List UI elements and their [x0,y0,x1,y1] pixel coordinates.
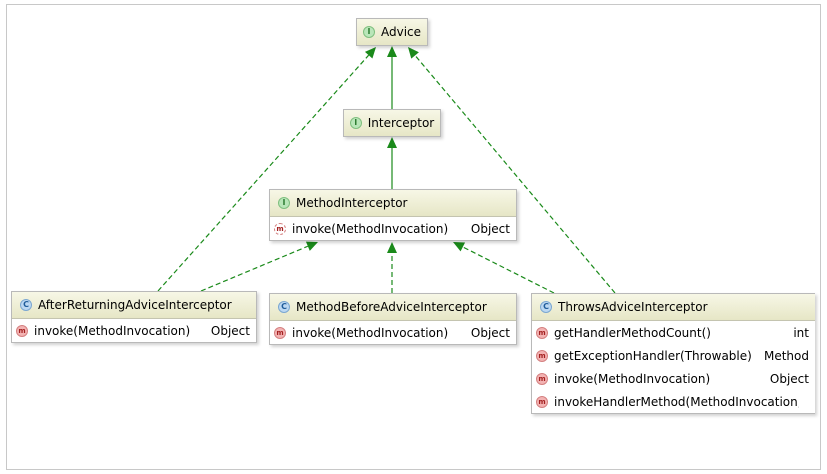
edge-interceptor-to-advice [387,46,397,109]
member-row[interactable]: m invoke(MethodInvocation) Object [270,217,516,240]
member-signature: invoke(MethodInvocation) [292,221,449,236]
interface-icon: I [362,26,375,38]
edge-after_returning-to-advice [157,47,376,292]
member-return-type: Object [769,371,809,386]
node-after-returning-title: AfterReturningAdviceInterceptor [38,298,232,312]
edge-after_returning-to-method_interceptor [200,241,318,292]
node-method-before-header: C MethodBeforeAdviceInterceptor [270,294,516,321]
member-row[interactable]: m invoke(MethodInvocation) Object [532,367,815,390]
member-row[interactable]: m getExceptionHandler(Throwable) Method [532,344,815,367]
edge-line [157,54,370,292]
member-return-type: Method [763,348,809,363]
diagram-canvas: I Advice I Interceptor I MethodIntercept… [6,4,821,470]
member-row[interactable]: m getHandlerMethodCount() int [532,321,815,344]
node-interceptor-title: Interceptor [367,116,435,130]
node-after-returning-header: C AfterReturningAdviceInterceptor [12,292,256,319]
class-icon: C [278,301,290,313]
edge-method_before-to-method_interceptor [387,242,397,293]
method-icon: m [536,395,548,408]
edge-line [414,55,616,294]
node-interceptor-header: I Interceptor [344,110,440,136]
node-advice[interactable]: I Advice [356,18,428,46]
node-advice-title: Advice [380,25,422,39]
method-icon: m [536,349,548,362]
method-icon: m [536,372,548,385]
abstract-method-icon: m [274,222,286,235]
edge-line [200,245,309,292]
method-icon: m [16,324,28,337]
member-return-type: int [793,325,809,340]
node-throws-advice-title: ThrowsAdviceInterceptor [558,300,708,314]
member-signature: invoke(MethodInvocation) [34,323,191,338]
class-icon: C [540,301,552,313]
member-row[interactable]: m invoke(MethodInvocation) Object [270,321,516,344]
node-throws-advice-header: C ThrowsAdviceInterceptor [532,294,815,321]
edge-arrowhead [453,242,466,252]
member-return-type: Object [470,221,510,236]
method-icon: m [536,326,548,339]
member-signature: invoke(MethodInvocation) [554,371,711,386]
edge-throws_advice-to-advice [408,47,616,294]
edge-throws_advice-to-method_interceptor [453,242,555,294]
edge-arrowhead [387,137,397,148]
member-row[interactable]: m invokeHandlerMethod(MethodInvocation, … [532,390,815,413]
relationship-edges [157,46,616,294]
member-signature: invokeHandlerMethod(MethodInvocation, Th [554,394,799,409]
member-signature: invoke(MethodInvocation) [292,325,449,340]
node-throws-advice-interceptor[interactable]: C ThrowsAdviceInterceptor m getHandlerMe… [531,293,815,414]
class-icon: C [20,299,32,311]
member-signature: getHandlerMethodCount() [554,325,711,340]
node-method-before-advice-interceptor[interactable]: C MethodBeforeAdviceInterceptor m invoke… [269,293,517,345]
member-return-type: Object [210,323,250,338]
edge-arrowhead [305,241,318,251]
member-signature: getExceptionHandler(Throwable) [554,348,752,363]
node-method-interceptor-title: MethodInterceptor [296,196,408,210]
node-after-returning-advice-interceptor[interactable]: C AfterReturningAdviceInterceptor m invo… [11,291,257,343]
edge-arrowhead [387,46,397,57]
edge-arrowhead [364,47,376,59]
node-advice-header: I Advice [357,19,427,45]
interface-icon: I [349,117,362,129]
node-interceptor[interactable]: I Interceptor [343,109,441,137]
node-method-interceptor[interactable]: I MethodInterceptor m invoke(MethodInvoc… [269,189,517,241]
method-icon: m [274,326,286,339]
edge-method_interceptor-to-interceptor [387,137,397,189]
node-method-before-title: MethodBeforeAdviceInterceptor [296,300,487,314]
node-method-interceptor-header: I MethodInterceptor [270,190,516,217]
member-return-type: Object [470,325,510,340]
interface-icon: I [278,197,290,209]
edge-arrowhead [387,242,397,253]
member-row[interactable]: m invoke(MethodInvocation) Object [12,319,256,342]
edge-line [462,246,555,294]
edge-arrowhead [408,47,419,59]
